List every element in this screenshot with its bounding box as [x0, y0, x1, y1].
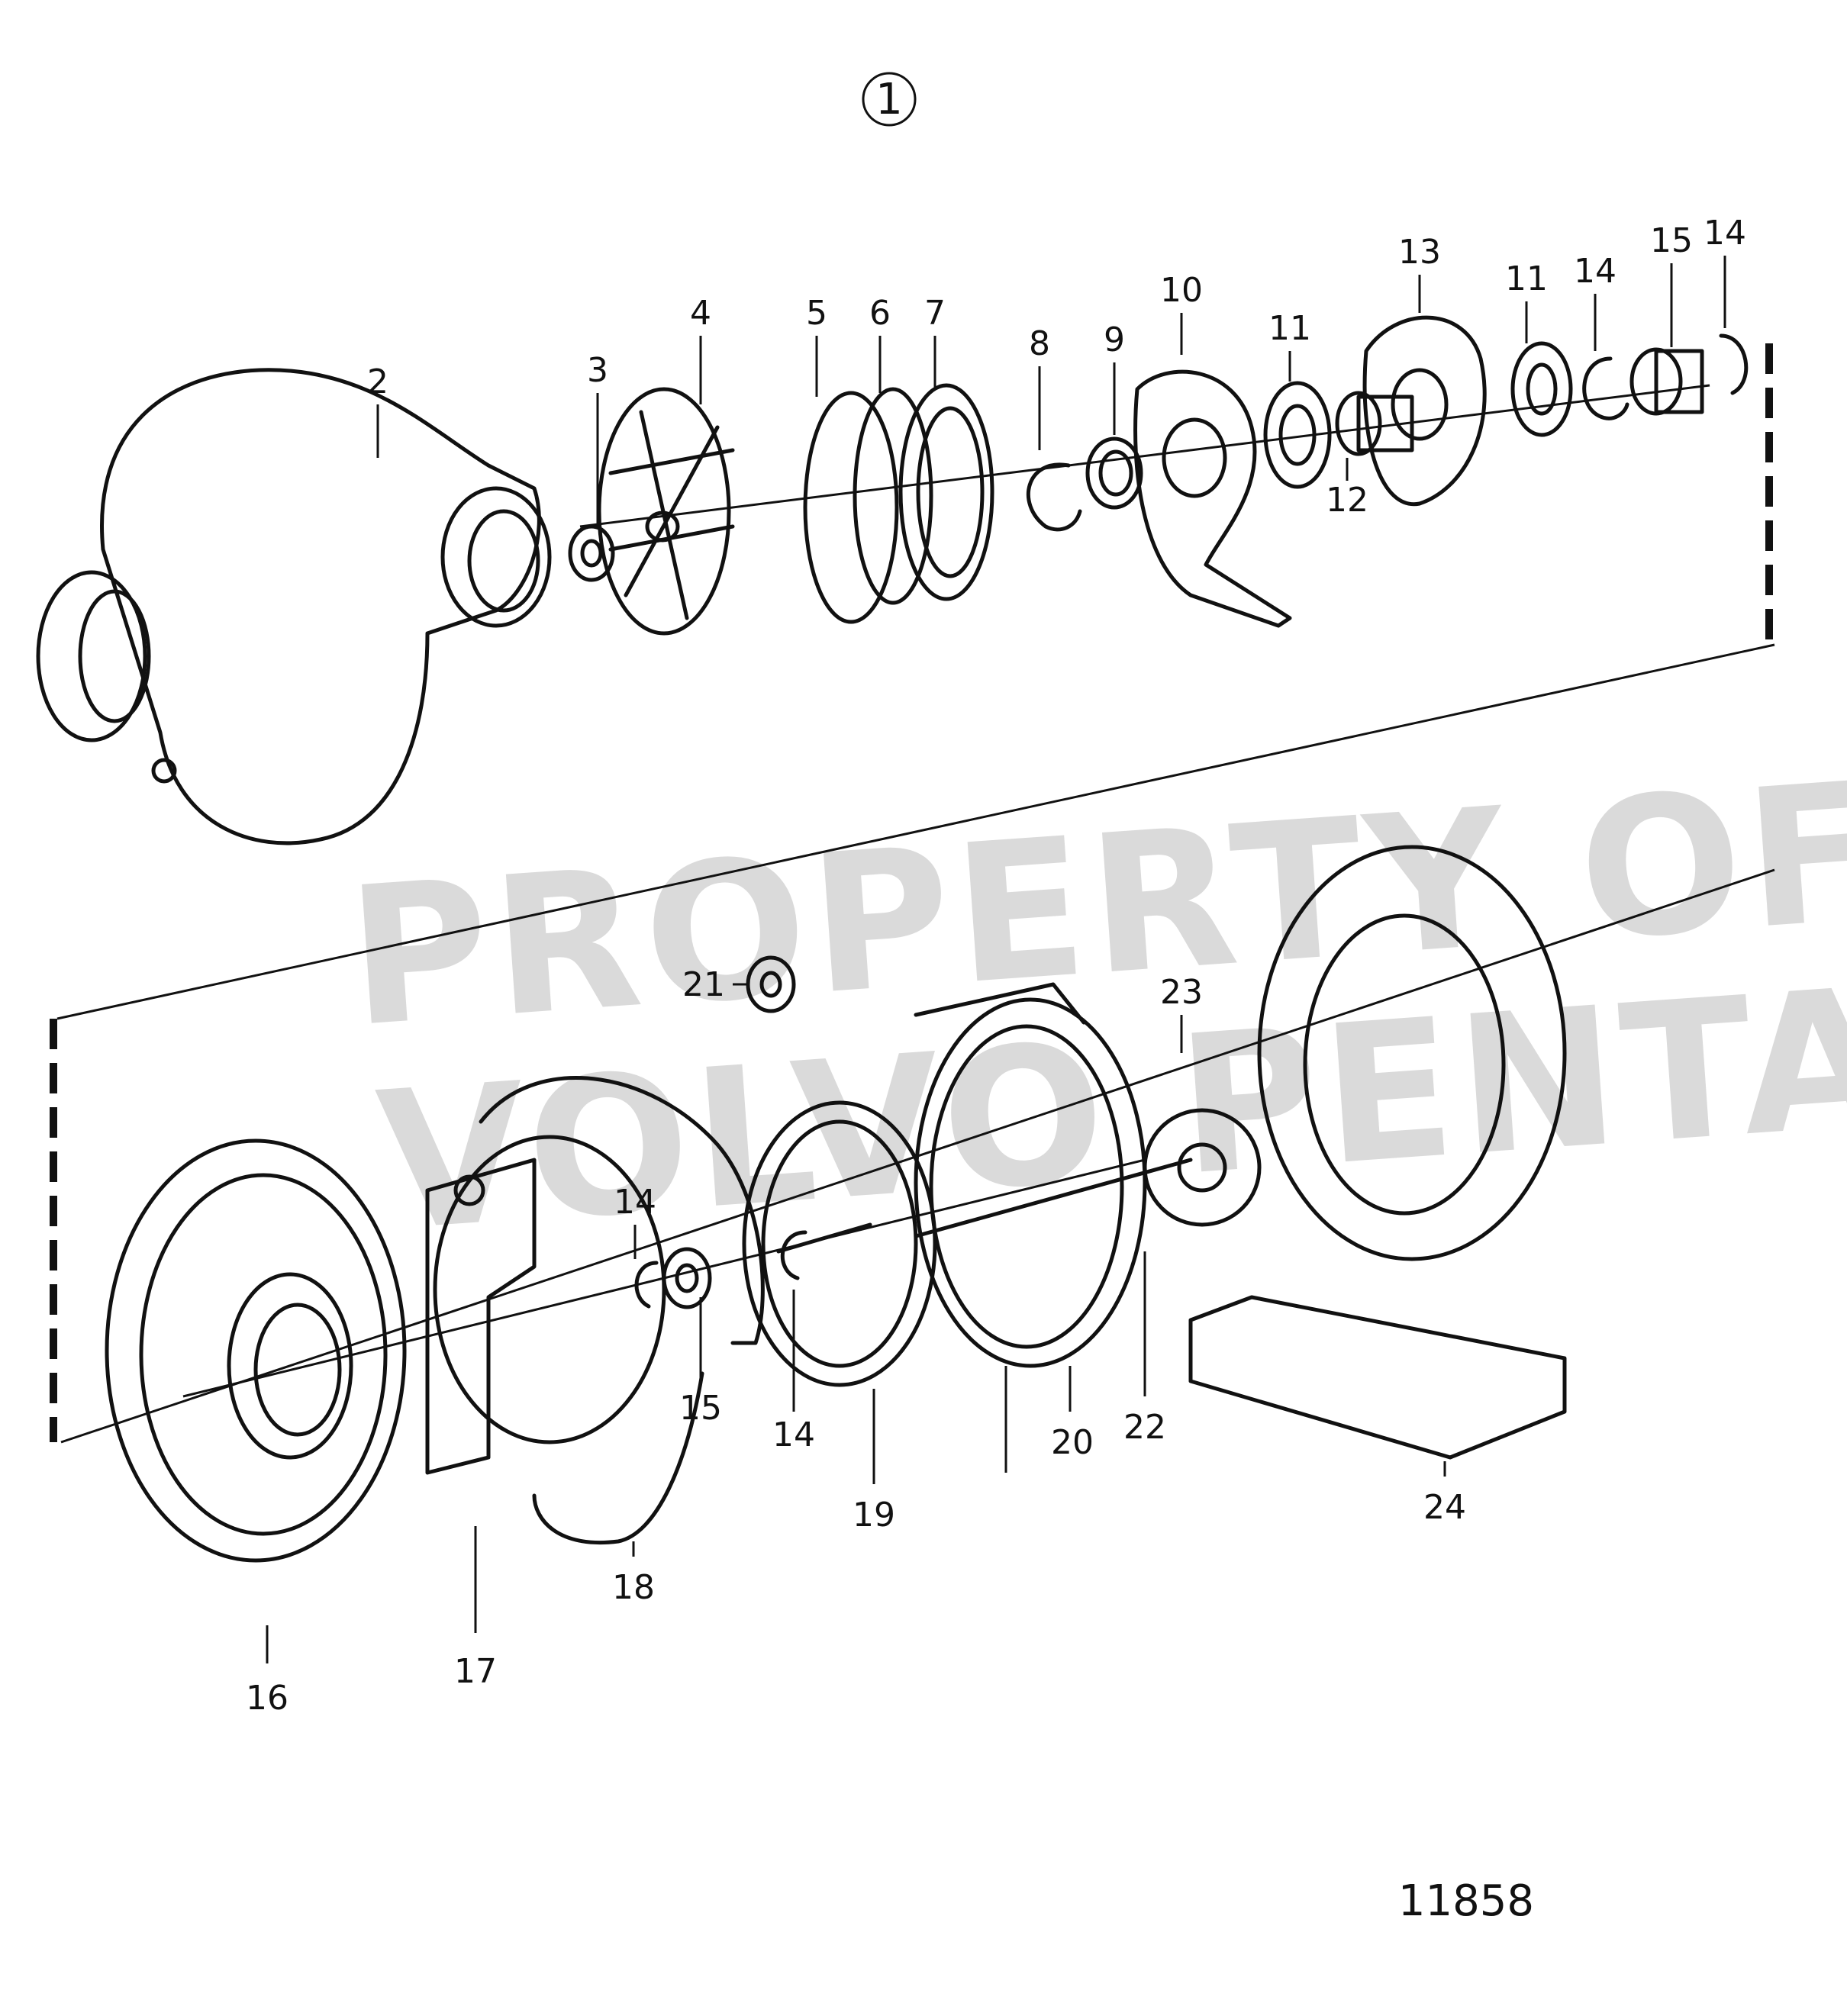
part-2-compressor-housing [36, 368, 552, 845]
callout-17: 17 [454, 1652, 497, 1691]
part-10-oil-deflector [1133, 369, 1292, 628]
callout-19: 19 [853, 1496, 895, 1535]
drawing-number: 11858 [1398, 1876, 1534, 1926]
callout-13: 13 [1398, 233, 1441, 272]
callout-10: 10 [1160, 271, 1203, 310]
part-14-ring-lower-right [780, 1230, 807, 1280]
callout-11-upper-left: 11 [1268, 309, 1311, 348]
part-12-sleeve [1335, 391, 1414, 456]
part-14-ring-lower-left [634, 1261, 659, 1309]
part-9-bushing [1085, 436, 1143, 510]
callout-4: 4 [690, 294, 711, 333]
part-11-washer [1263, 381, 1332, 489]
callout-22: 22 [1123, 1408, 1166, 1447]
part-16-turbine-housing-cover [105, 1138, 407, 1563]
part-14-retaining-ring-end [1719, 333, 1749, 395]
upper-shaft-axis [579, 384, 1710, 528]
callout-15-lower: 15 [679, 1389, 722, 1428]
part-23-turbine-wheel [1143, 1108, 1262, 1227]
part-24-turbine-housing [1188, 845, 1567, 1460]
callout-14-lower-right: 14 [772, 1415, 815, 1454]
part-7-disc [898, 383, 994, 601]
callout-3: 3 [587, 351, 608, 390]
callout-6: 6 [869, 294, 891, 333]
part-19-heat-shield-lower [742, 1100, 937, 1387]
part-13-bearing-housing-plate [1362, 315, 1487, 507]
part-4-compressor-wheel [597, 387, 735, 636]
part-20-v-band-clamp [914, 982, 1147, 1368]
part-6-heat-shield [853, 387, 933, 605]
callout-2: 2 [367, 362, 388, 401]
part-15-bearing [1629, 347, 1704, 416]
watermark: PROPERTY OF VOLVO PENTA [342, 740, 1847, 1274]
callout-14-upper-right: 14 [1704, 214, 1746, 253]
part-14-retaining-ring [1582, 356, 1629, 420]
part-3-nut [568, 524, 615, 582]
callout-24: 24 [1423, 1488, 1466, 1527]
part-8-circlip [1026, 462, 1082, 532]
part-11-washer-right [1510, 341, 1573, 437]
callout-7: 7 [924, 294, 946, 333]
callout-21: 21 [682, 965, 725, 1004]
figure-marker: 1 [862, 72, 917, 127]
callout-15-upper: 15 [1650, 221, 1693, 260]
part-18-clamp-ring [479, 1076, 765, 1544]
callout-11-upper-right: 11 [1505, 259, 1548, 298]
callout-5: 5 [806, 294, 827, 333]
figure-marker-number: 1 [875, 75, 903, 124]
callout-8: 8 [1029, 324, 1050, 363]
callout-18: 18 [612, 1568, 655, 1607]
callout-14-upper-left: 14 [1574, 252, 1617, 291]
callout-20: 20 [1051, 1423, 1094, 1462]
callout-16: 16 [246, 1679, 288, 1718]
callout-12: 12 [1326, 481, 1368, 520]
part-5-ring [803, 391, 899, 624]
callout-23: 23 [1160, 973, 1203, 1012]
callouts: 2 3 4 5 6 7 8 9 10 11 12 13 11 14 15 14 [246, 214, 1746, 1718]
callout-14-lower-left: 14 [614, 1183, 656, 1222]
part-15-bearing-lower [662, 1247, 712, 1309]
callout-9: 9 [1104, 320, 1125, 359]
